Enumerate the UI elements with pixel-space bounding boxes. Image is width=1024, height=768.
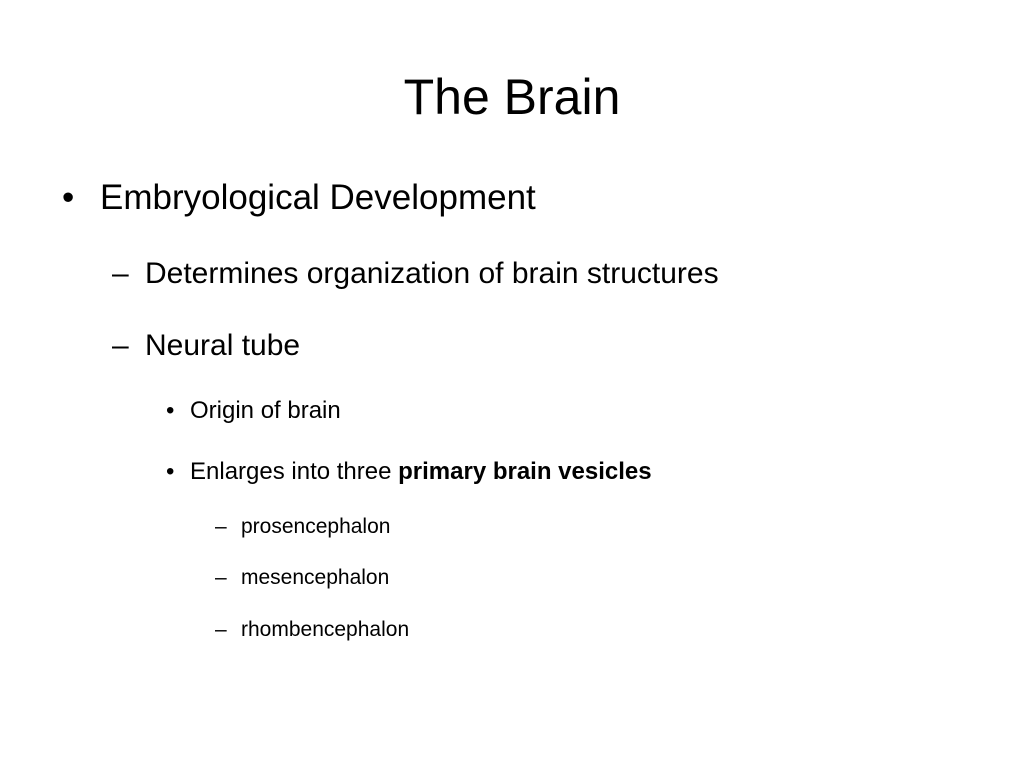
bullet-text: Origin of brain — [190, 397, 341, 424]
bullet-marker: • — [166, 397, 175, 424]
bullet-text: mesencephalon — [241, 566, 390, 589]
dash-marker: – — [215, 515, 227, 538]
bullet-marker: • — [62, 178, 75, 217]
bullet-marker: • — [166, 458, 175, 485]
slide-title: The Brain — [403, 69, 621, 125]
bullet-text: Embryological Development — [100, 178, 536, 217]
dash-marker: – — [112, 329, 129, 362]
dash-marker: – — [112, 257, 129, 290]
bullet-text-prefix: Enlarges into three — [190, 458, 399, 485]
bullet-text-bold: primary brain vesicles — [398, 458, 652, 485]
dash-marker: – — [215, 566, 227, 589]
bullet-text: prosencephalon — [241, 515, 391, 538]
bullet-text: Determines organization of brain structu… — [145, 257, 719, 290]
bullet-text: Enlarges into three primary brain vesicl… — [190, 456, 652, 488]
bullet-text: rhombencephalon — [241, 618, 410, 641]
bullet-text: Neural tube — [145, 329, 301, 362]
dash-marker: – — [215, 618, 227, 641]
